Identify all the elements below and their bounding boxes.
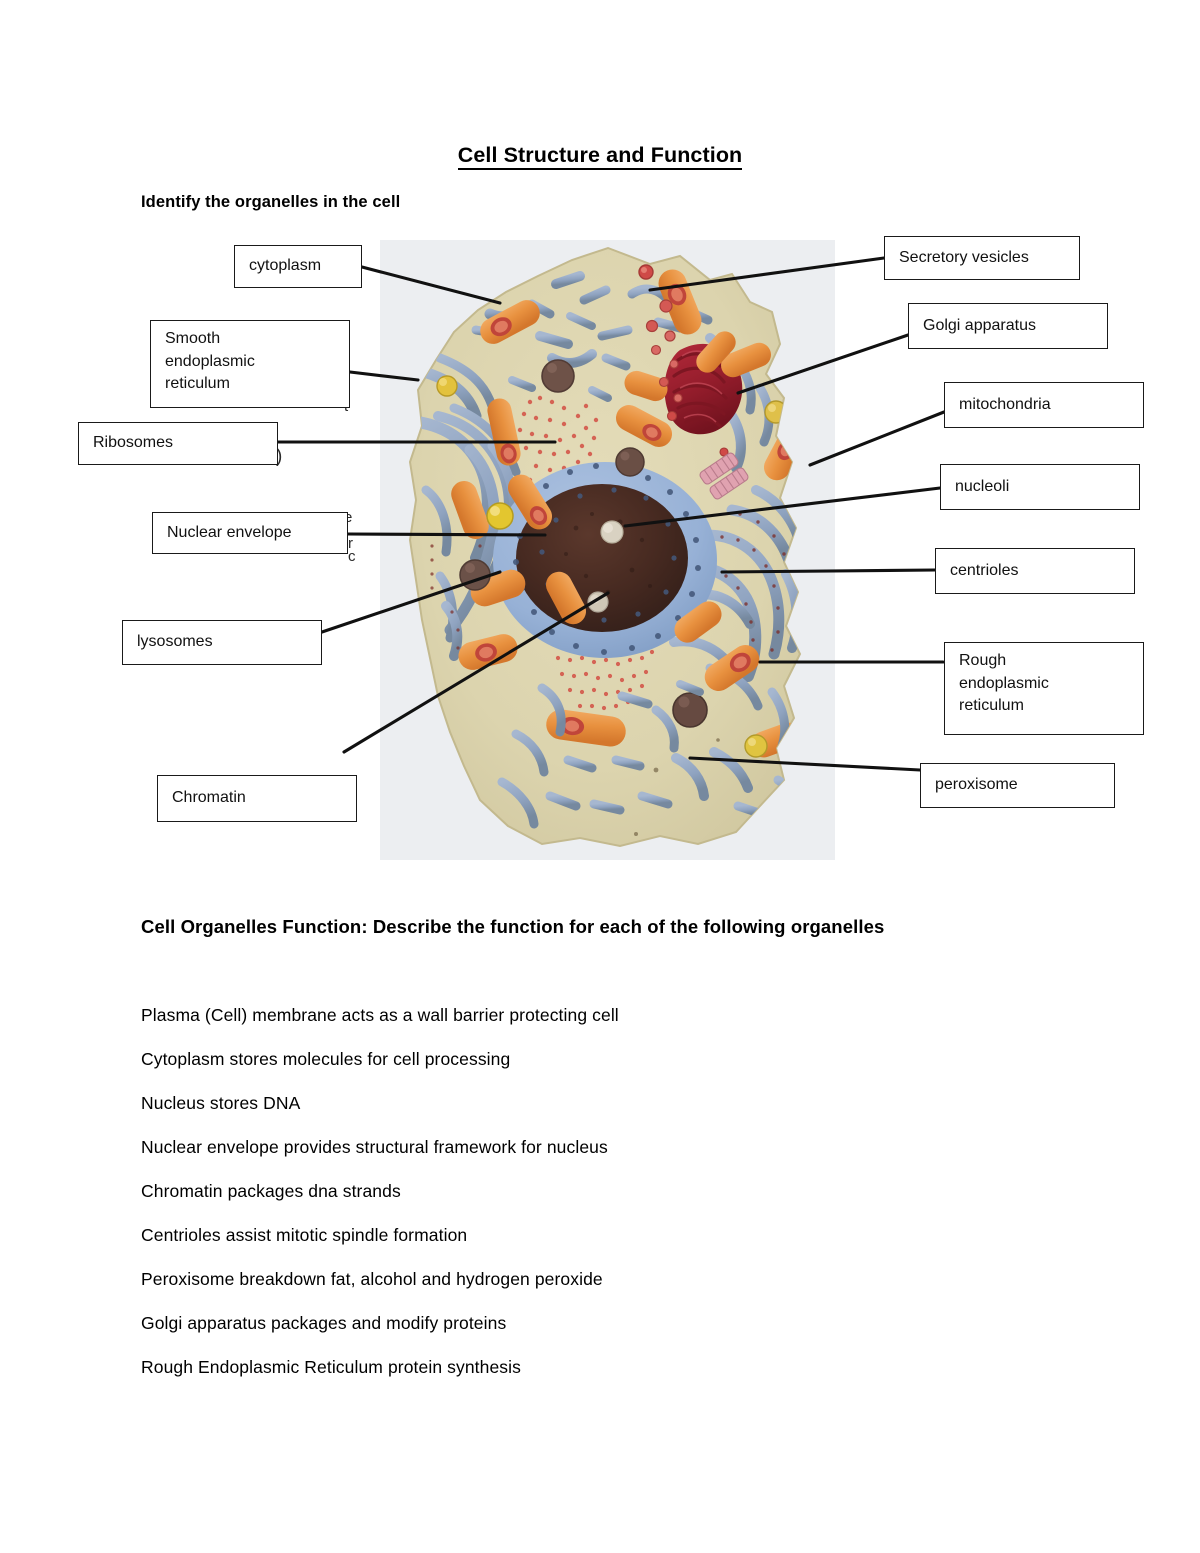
ghost-glyph-artifact: )	[276, 446, 283, 467]
function-item: Chromatin packages dna strands	[141, 1181, 401, 1201]
label-box-nucleoli[interactable]: nucleoli	[940, 464, 1140, 510]
ghost-glyph-artifact: r	[348, 535, 353, 552]
label-box-lysosomes[interactable]: lysosomes	[122, 620, 322, 665]
label-box-rough-er[interactable]: Rough endoplasmic reticulum	[944, 642, 1144, 735]
label-box-ribosomes[interactable]: Ribosomes	[78, 422, 278, 465]
cell-model-photograph	[380, 240, 835, 860]
ghost-glyph-artifact: c	[348, 548, 356, 565]
page-title-text: Cell Structure and Function	[457, 143, 743, 170]
label-text-centrioles: centrioles	[950, 561, 1019, 579]
label-box-centrioles[interactable]: centrioles	[935, 548, 1135, 594]
label-text-rough-er: Rough endoplasmic reticulum	[959, 652, 1049, 715]
label-text-nuclear-envelope: Nuclear envelope	[167, 523, 292, 541]
label-text-mitochondria: mitochondria	[959, 395, 1051, 413]
function-item: Golgi apparatus packages and modify prot…	[141, 1313, 507, 1333]
label-text-secretory-vesicles: Secretory vesicles	[899, 248, 1029, 266]
function-item: Rough Endoplasmic Reticulum protein synt…	[141, 1357, 521, 1377]
label-box-smooth-er[interactable]: Smooth endoplasmic reticulum	[150, 320, 350, 408]
function-item: Plasma (Cell) membrane acts as a wall ba…	[141, 1005, 619, 1025]
label-box-mitochondria[interactable]: mitochondria	[944, 382, 1144, 428]
function-item: Centrioles assist mitotic spindle format…	[141, 1225, 468, 1245]
function-item: Peroxisome breakdown fat, alcohol and hy…	[141, 1269, 603, 1289]
label-text-nucleoli: nucleoli	[955, 477, 1010, 495]
function-item: Nucleus stores DNA	[141, 1093, 301, 1113]
label-box-nuclear-envelope[interactable]: Nuclear envelope	[152, 512, 348, 554]
label-text-chromatin: Chromatin	[172, 789, 246, 807]
label-box-golgi[interactable]: Golgi apparatus	[908, 303, 1108, 349]
ghost-glyph-artifact: e	[344, 509, 353, 526]
label-box-secretory-vesicles[interactable]: Secretory vesicles	[884, 236, 1080, 280]
function-item: Nuclear envelope provides structural fra…	[141, 1137, 608, 1157]
label-text-lysosomes: lysosomes	[137, 633, 213, 651]
label-box-peroxisome[interactable]: peroxisome	[920, 763, 1115, 808]
label-text-smooth-er: Smooth endoplasmic reticulum	[165, 330, 255, 393]
label-text-ribosomes: Ribosomes	[93, 434, 174, 452]
functions-section-heading: Cell Organelles Function: Describe the f…	[141, 916, 885, 937]
instruction-text: Identify the organelles in the cell	[141, 193, 401, 211]
page-title: Cell Structure and Function	[0, 143, 1200, 170]
label-box-chromatin[interactable]: Chromatin	[157, 775, 357, 822]
label-text-cytoplasm: cytoplasm	[249, 257, 322, 275]
label-text-golgi: Golgi apparatus	[923, 316, 1036, 334]
functions-list: Plasma (Cell) membrane acts as a wall ba…	[141, 1005, 1041, 1403]
label-text-peroxisome: peroxisome	[935, 776, 1018, 794]
cell-diagram-figure: r c ) e t .	[0, 230, 1200, 870]
label-box-cytoplasm[interactable]: cytoplasm	[234, 245, 362, 288]
function-item: Cytoplasm stores molecules for cell proc…	[141, 1049, 511, 1069]
